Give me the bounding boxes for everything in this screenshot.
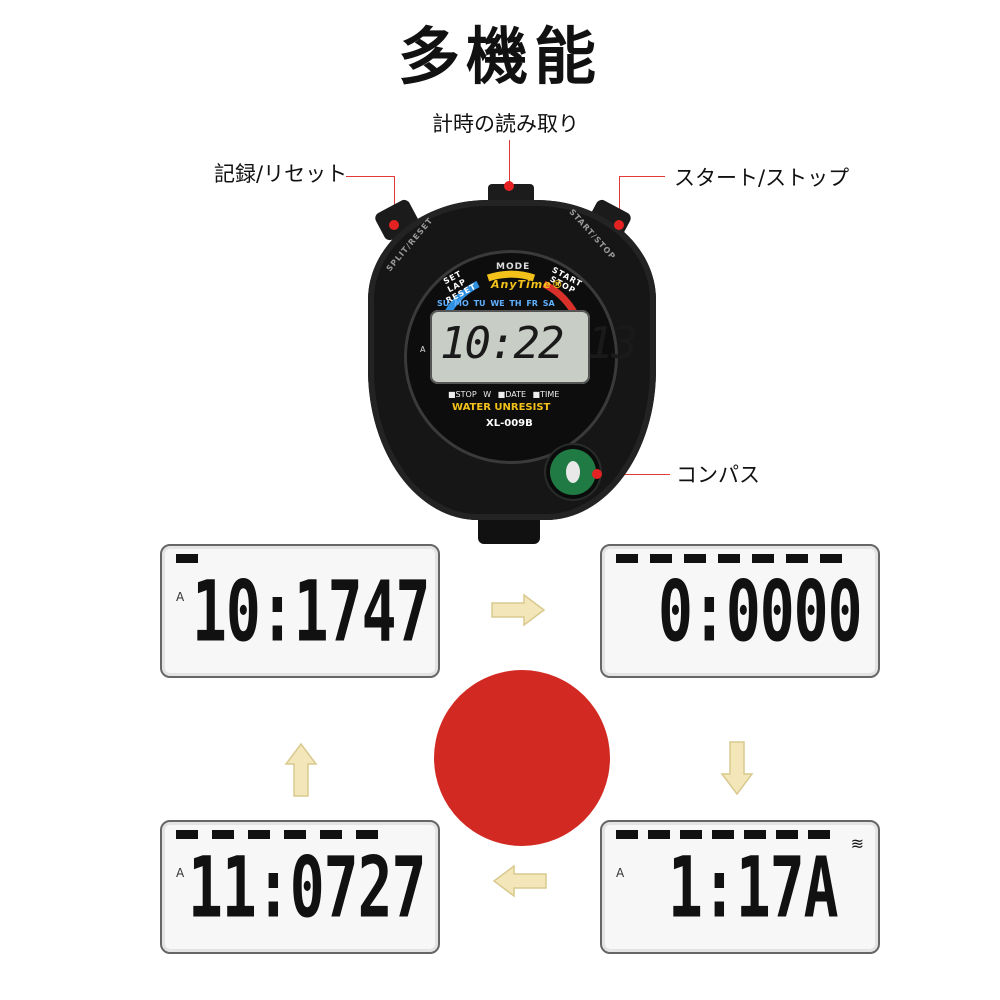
arrow-left-icon: [492, 864, 547, 898]
watch-lcd-indicator: A: [420, 345, 426, 354]
lcd-dash: [212, 830, 234, 839]
lcd-panel-clock: A 10:1747: [160, 544, 440, 678]
lcd-dash: [786, 554, 808, 563]
lcd-panel-stopwatch-zero: 0:0000: [600, 544, 880, 678]
lcd-panel-date: A 11:0727: [160, 820, 440, 954]
mode-button[interactable]: [488, 184, 534, 204]
lcd-dash: [776, 830, 798, 839]
leader-line-start-h: [619, 176, 665, 177]
alarm-signal-icon: ≋: [850, 834, 864, 853]
marker-dot-reset: [389, 220, 399, 230]
lcd-dash: [248, 830, 270, 839]
record-reset-label: 記録/リセット: [214, 162, 348, 186]
watch-lcd: [430, 310, 590, 384]
compass-needle-icon: [566, 461, 580, 483]
leader-line-compass: [598, 474, 670, 475]
arrow-up-icon: [284, 742, 318, 797]
lcd-dash: [284, 830, 306, 839]
leader-line-reset-h: [346, 176, 394, 177]
mode-legend: ■STOP W ■DATE ■TIME: [448, 390, 560, 399]
lanyard-strap: [478, 520, 540, 544]
lcd-digits: 0:0000: [658, 562, 863, 661]
marker-dot-read: [504, 181, 514, 191]
read-time-label: 計時の読み取り: [432, 112, 579, 136]
lcd-indicator: A: [176, 590, 185, 604]
brand-logo: AnyTime®: [491, 278, 564, 291]
lcd-dash: [648, 830, 670, 839]
lcd-digits: 1:17A: [668, 838, 839, 937]
center-red-disc: [434, 670, 610, 846]
leader-line-reset: [394, 176, 395, 226]
lcd-dash: [820, 554, 842, 563]
lcd-dash: [752, 554, 774, 563]
lcd-dash: [684, 554, 706, 563]
start-stop-label: スタート/ストップ: [674, 166, 850, 190]
arrow-down-icon: [720, 741, 754, 796]
lcd-dash: [718, 554, 740, 563]
page-title: 多機能: [397, 20, 602, 93]
water-label: WATER UNRESIST: [452, 402, 551, 413]
lcd-dash: [176, 554, 198, 563]
lcd-indicator: A: [176, 866, 185, 880]
lcd-dash: [176, 830, 198, 839]
compass-label: コンパス: [676, 463, 760, 487]
lcd-dash: [616, 830, 638, 839]
marker-dot-compass: [592, 469, 602, 479]
lcd-dash: [744, 830, 766, 839]
arrow-right-icon: [491, 593, 546, 627]
watch-lcd-time: 10:22 13: [440, 318, 638, 369]
marker-dot-start: [614, 220, 624, 230]
lcd-indicator: A: [616, 866, 625, 880]
lcd-dash: [680, 830, 702, 839]
lcd-digits: 10:1747: [192, 562, 430, 661]
lcd-dash: [650, 554, 672, 563]
mode-label: MODE: [496, 262, 531, 272]
weekday-row: SU MO TU WE TH FR SA: [437, 299, 555, 308]
leader-line-start: [619, 176, 620, 226]
lcd-dash: [356, 830, 378, 839]
lcd-panel-alarm: ≋ A 1:17A: [600, 820, 880, 954]
lcd-dash: [616, 554, 638, 563]
lcd-dash: [320, 830, 342, 839]
leader-line-read: [509, 140, 510, 186]
lcd-dash: [712, 830, 734, 839]
lcd-dash: [808, 830, 830, 839]
model-label: XL-009B: [486, 418, 533, 429]
lcd-digits: 11:0727: [188, 838, 426, 937]
